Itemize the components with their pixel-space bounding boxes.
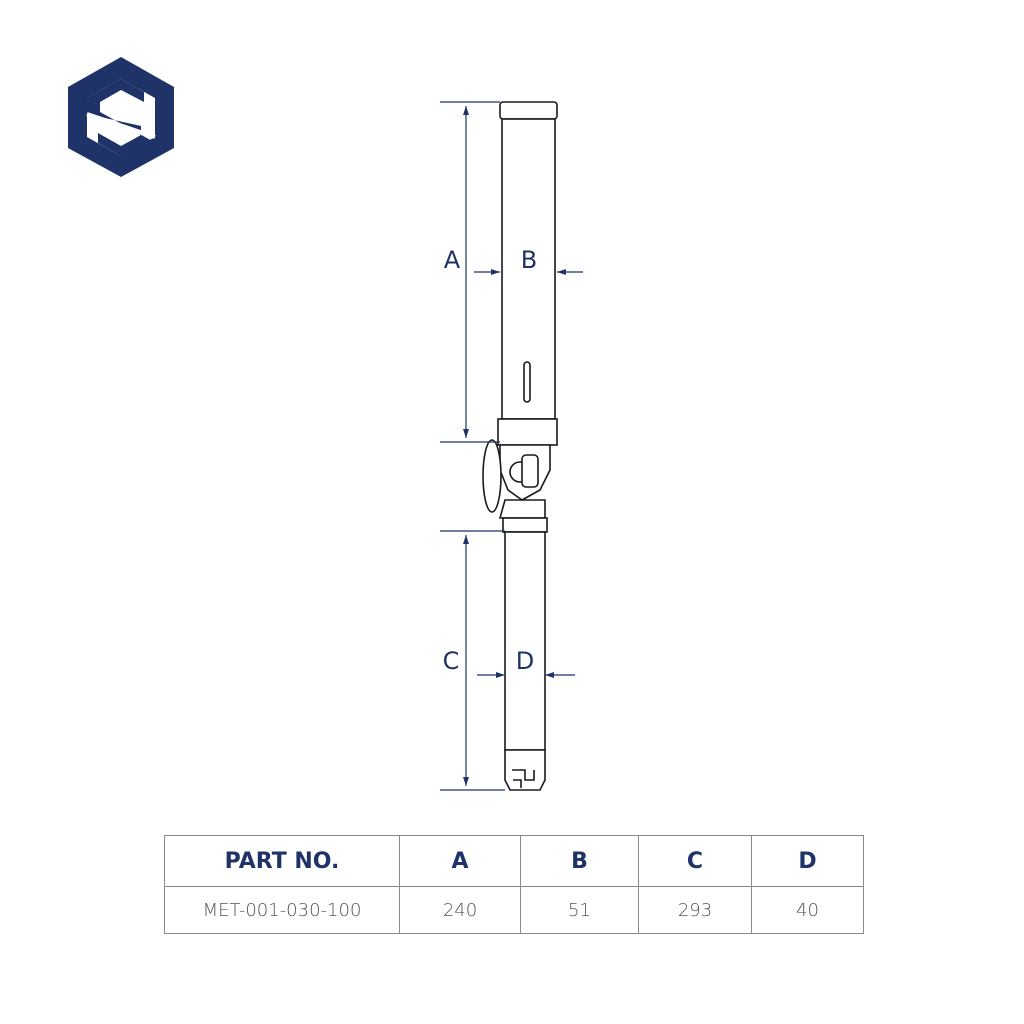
- dimension-label-a: A: [444, 246, 461, 274]
- column-header-part-no: PART NO.: [164, 835, 400, 887]
- dimension-label-c: C: [443, 647, 460, 675]
- column-header-c: C: [638, 835, 752, 887]
- column-header-b: B: [520, 835, 639, 887]
- upper-tube: [497, 101, 558, 446]
- cell-part-no: MET-001-030-100: [164, 886, 400, 934]
- brand-logo: [68, 57, 174, 177]
- cell-c: 293: [638, 886, 752, 934]
- table-row: MET-001-030-100 240 51 293 40: [164, 886, 864, 934]
- cell-b: 51: [520, 886, 639, 934]
- dimension-label-d: D: [516, 647, 534, 675]
- dimension-label-b: B: [521, 246, 537, 274]
- adjustment-knob: [482, 439, 551, 513]
- spec-table: PART NO. A B C D MET-001-030-100 240 51 …: [164, 835, 864, 934]
- table-header-row: PART NO. A B C D: [164, 835, 864, 887]
- cell-d: 40: [751, 886, 864, 934]
- lower-tube: [498, 499, 548, 791]
- column-header-a: A: [399, 835, 521, 887]
- dimension-lines: [440, 101, 583, 791]
- cell-a: 240: [399, 886, 521, 934]
- column-header-d: D: [751, 835, 864, 887]
- technical-drawing: A B C D: [440, 101, 583, 791]
